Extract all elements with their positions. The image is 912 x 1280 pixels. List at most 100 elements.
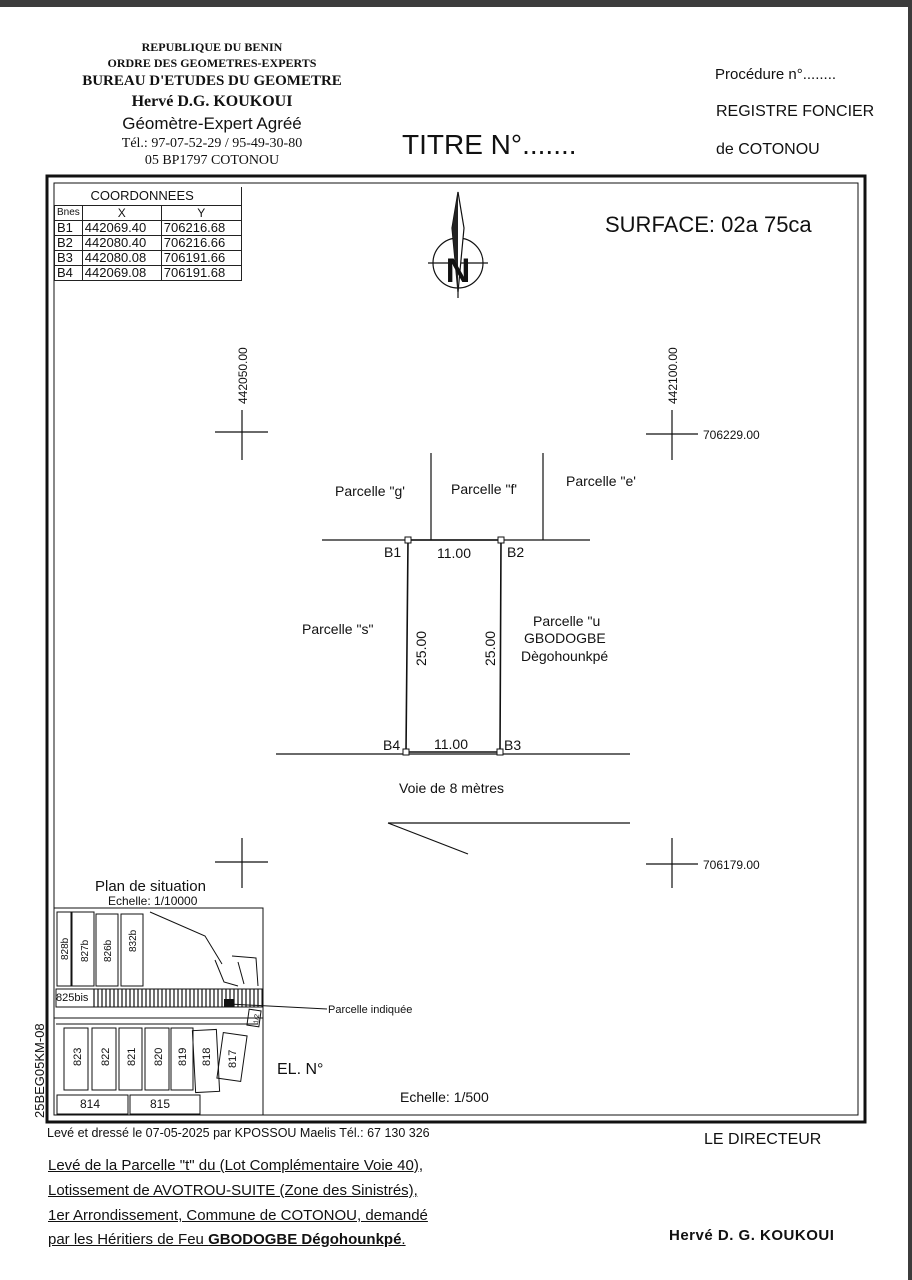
director-label: LE DIRECTEUR — [704, 1131, 822, 1148]
situation-frame — [53, 907, 264, 1116]
description-line-3: 1er Arrondissement, Commune de COTONOU, … — [48, 1207, 428, 1224]
cell-point: B1 — [54, 220, 83, 236]
description-line-2: Lotissement de AVOTROU-SUITE (Zone des S… — [48, 1182, 418, 1199]
north-arrow-icon — [428, 191, 488, 298]
grid-crosses — [215, 410, 698, 888]
parcel-u-label-2: GBODOGBE — [524, 630, 606, 646]
dimension-left: 25.00 — [413, 631, 429, 666]
lot-815: 815 — [150, 1097, 170, 1111]
lot-817: 817 — [227, 1050, 239, 1068]
cell-y: 706191.66 — [160, 250, 242, 266]
coordinates-table: COORDONNEES Bnes X Y B1 442069.40 706216… — [54, 187, 242, 281]
situation-title: Plan de situation — [95, 878, 206, 895]
situation-lots-top — [56, 911, 144, 987]
lot-826b: 826b — [103, 939, 114, 962]
cell-point: B3 — [54, 250, 83, 266]
outer-frame — [45, 174, 867, 1124]
inner-frame — [53, 182, 859, 1116]
grid-x-right: 442100.00 — [666, 347, 680, 404]
lot-821: 821 — [126, 1048, 138, 1066]
cell-y: 706216.66 — [160, 235, 242, 251]
lot-820: 820 — [153, 1048, 165, 1066]
situation-scale: Echelle: 1/10000 — [108, 894, 198, 908]
registry-city: de COTONOU — [716, 141, 820, 158]
header-phone: Tél.: 97-07-52-29 / 95-49-30-80 — [121, 136, 303, 151]
parcel-s-label: Parcelle "s" — [302, 621, 373, 637]
boundary-markers — [402, 536, 505, 756]
point-b4: B4 — [383, 737, 400, 753]
north-label: N — [446, 252, 471, 290]
parcel-e-label: Parcelle "e' — [566, 473, 636, 489]
situation-streets — [54, 911, 263, 1025]
lot-823: 823 — [72, 1048, 84, 1066]
lot-814: 814 — [80, 1097, 100, 1111]
header-country: REPUBLIQUE DU BENIN — [141, 40, 283, 54]
cell-x: 442069.08 — [81, 265, 162, 281]
lot-832b: 832b — [128, 929, 139, 952]
neighbour-boundaries — [276, 453, 630, 755]
dimension-top: 11.00 — [437, 545, 471, 561]
situation-pointer-line — [228, 1003, 328, 1010]
description-line-4: par les Héritiers de Feu GBODOGBE Dégoho… — [48, 1227, 406, 1252]
cell-point: B4 — [54, 265, 83, 281]
header-bureau: BUREAU D'ETUDES DU GEOMETRE — [82, 73, 342, 89]
situation-pointer-label: Parcelle indiquée — [328, 1004, 412, 1016]
procedure-number: Procédure n°........ — [715, 66, 837, 83]
col-header-bnes: Bnes — [54, 205, 83, 221]
cell-x: 442080.40 — [81, 235, 162, 251]
grid-x-left: 442050.00 — [236, 347, 250, 404]
header-address: 05 BP1797 COTONOU — [144, 153, 280, 168]
cell-y: 706216.68 — [160, 220, 242, 236]
lot-819: 819 — [177, 1048, 189, 1066]
description-prefix: par les Héritiers de Feu — [48, 1231, 209, 1248]
right-dark-border — [908, 0, 912, 1280]
table-row: B1 442069.40 706216.68 — [54, 220, 242, 236]
lot-822: 822 — [100, 1048, 112, 1066]
parcel-u-label-3: Dègohounkpé — [521, 648, 608, 664]
table-row: B4 442069.08 706191.68 — [54, 265, 242, 281]
cell-point: B2 — [54, 235, 83, 251]
registry-label: REGISTRE FONCIER — [716, 103, 875, 120]
header-role: Géomètre-Expert Agréé — [122, 114, 302, 133]
grid-y-bottom: 706179.00 — [703, 858, 760, 872]
cell-x: 442080.08 — [81, 250, 162, 266]
point-b3: B3 — [504, 737, 521, 753]
lot-818: 818 — [201, 1048, 213, 1066]
cell-y: 706191.68 — [160, 265, 242, 281]
side-reference: 25BEG05KM-08 — [32, 1023, 47, 1118]
situation-lot-small — [246, 1008, 262, 1028]
lot-825bis: 825bis — [56, 992, 89, 1004]
dimension-bottom: 11.00 — [434, 736, 468, 752]
situation-lots-bottom — [56, 1027, 248, 1115]
road-label: Voie de 8 mètres — [399, 780, 504, 796]
table-row: B2 442080.40 706216.66 — [54, 235, 242, 251]
el-number: EL. N° — [277, 1061, 323, 1078]
parcel-f-label: Parcelle "f' — [451, 481, 517, 497]
parcel-g-label: Parcelle "g' — [335, 483, 405, 499]
lot-827b: 827b — [80, 939, 91, 962]
situation-target-parcel — [224, 999, 234, 1007]
header-order: ORDRE DES GEOMETRES-EXPERTS — [107, 56, 317, 70]
col-header-y: Y — [160, 205, 242, 221]
header-name: Hervé D.G. KOUKOUI — [131, 93, 293, 110]
grid-y-top: 706229.00 — [703, 428, 760, 442]
lot-small: 1/2 — [253, 1014, 261, 1025]
description-line-1: Levé de la Parcelle "t" du (Lot Compléme… — [48, 1157, 424, 1174]
lot-828b: 828b — [60, 937, 71, 960]
table-row: B3 442080.08 706191.66 — [54, 250, 242, 266]
surface-label: SURFACE: 02a 75ca — [605, 212, 812, 237]
plan-scale: Echelle: 1/500 — [400, 1089, 489, 1105]
cell-x: 442069.40 — [81, 220, 162, 236]
col-header-x: X — [81, 205, 162, 221]
description-applicant: GBODOGBE Dégohounkpé — [208, 1231, 402, 1248]
title-number: TITRE N°....... — [402, 129, 577, 160]
dimension-right: 25.00 — [482, 631, 498, 666]
survey-note: Levé et dressé le 07-05-2025 par KPOSSOU… — [47, 1126, 430, 1140]
point-b1: B1 — [384, 544, 401, 560]
road-sign-lines — [387, 822, 630, 855]
coordinates-title: COORDONNEES — [54, 187, 242, 206]
table-title-row: COORDONNEES — [54, 187, 242, 206]
description-suffix: . — [401, 1231, 406, 1248]
point-b2: B2 — [507, 544, 524, 560]
